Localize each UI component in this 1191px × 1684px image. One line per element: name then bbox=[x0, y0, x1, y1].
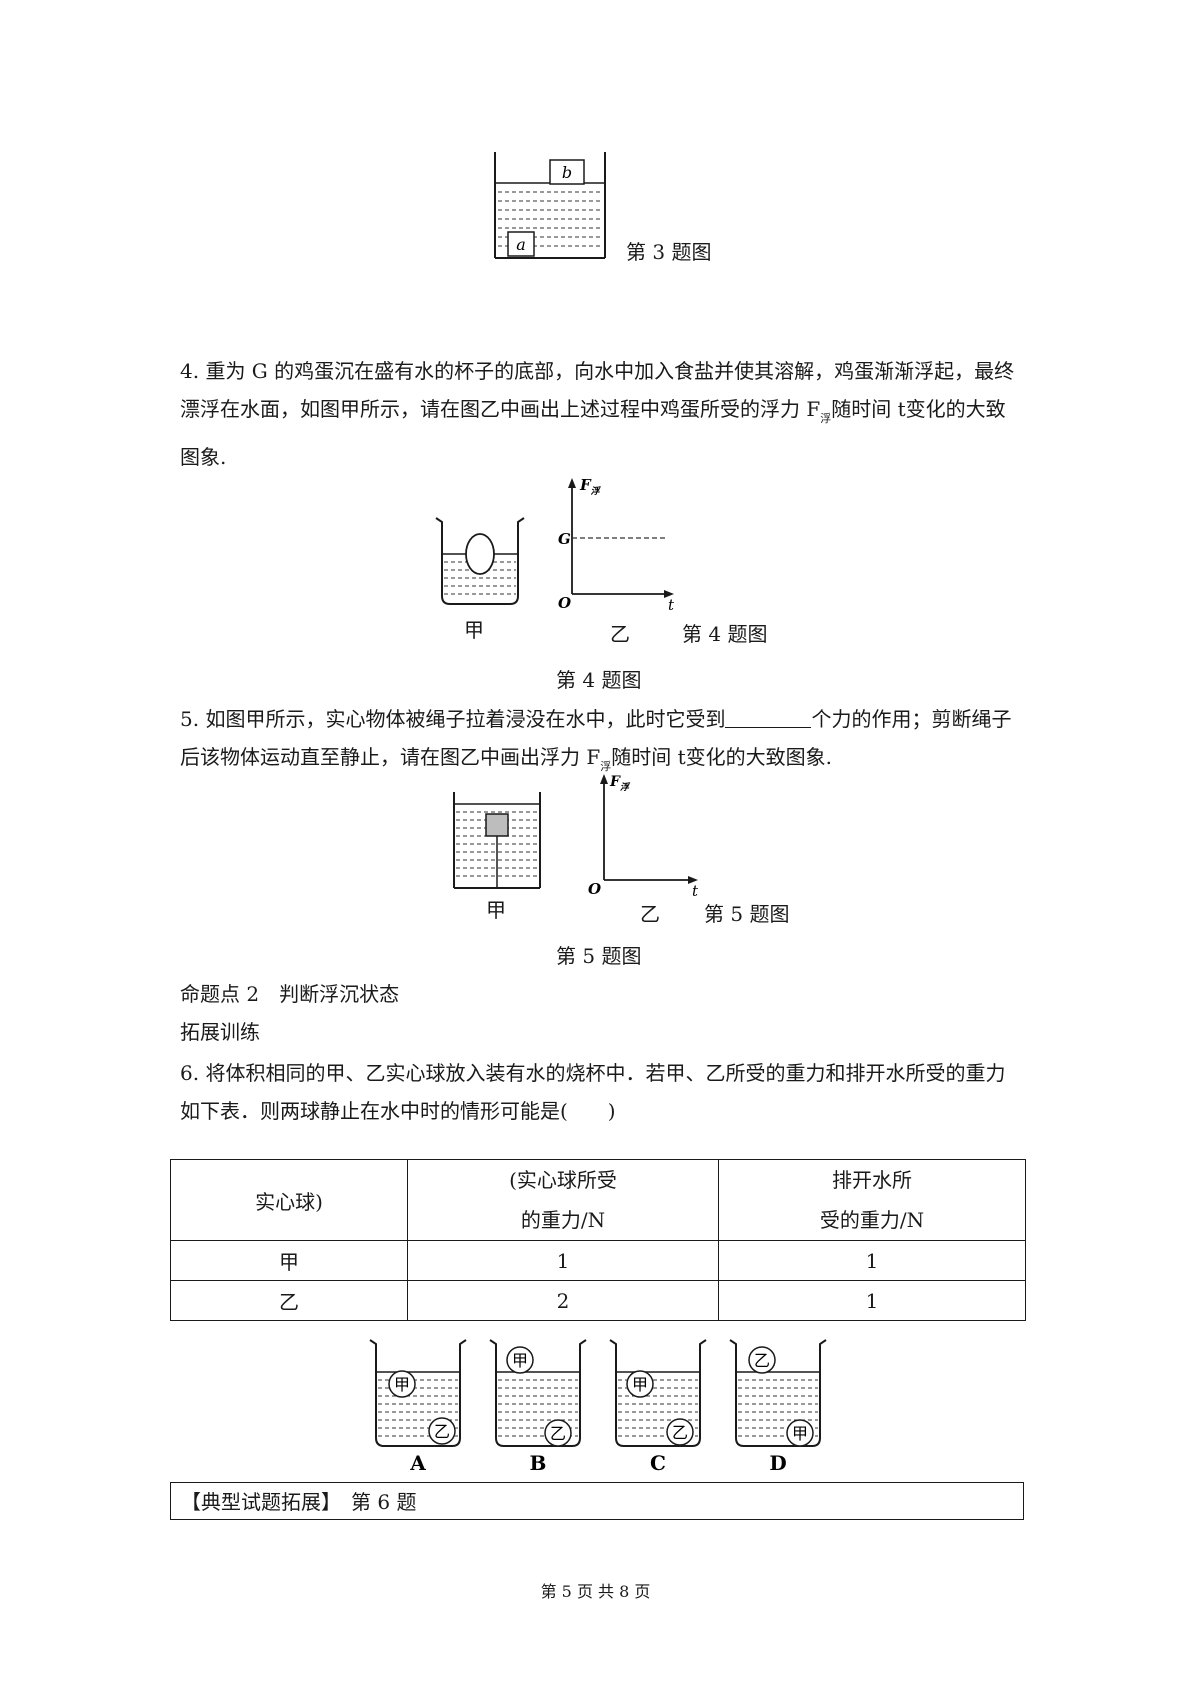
q6-footer-box: 【典型试题拓展】 第 6 题 bbox=[170, 1482, 1024, 1520]
q4-force-graph: F浮 G O t bbox=[558, 476, 675, 614]
option-c-beaker: 甲 乙 bbox=[609, 1339, 707, 1447]
svg-text:乙: 乙 bbox=[550, 1424, 566, 1443]
q5-x-label: t bbox=[692, 882, 699, 900]
section-sub-heading: 拓展训练 bbox=[180, 1020, 260, 1044]
q4-text: 4. 重为 G 的鸡蛋沉在盛有水的杯子的底部，向水中加入食盐并使其溶解，鸡蛋渐渐… bbox=[180, 359, 1015, 469]
q4-y-label: F浮 bbox=[579, 476, 602, 497]
egg-shape bbox=[465, 533, 495, 575]
q6-text: 6. 将体积相同的甲、乙实心球放入装有水的烧杯中．若甲、乙所受的重力和排开水所受… bbox=[180, 1061, 1006, 1123]
q5-y-label: F浮 bbox=[609, 774, 631, 793]
q5-label-jia: 甲 bbox=[486, 898, 506, 922]
q4-label-yi: 乙 bbox=[610, 622, 630, 646]
q4-origin-label: O bbox=[558, 594, 571, 612]
svg-text:乙: 乙 bbox=[672, 1423, 688, 1442]
table-header-gravity: (实心球所受的重力/N bbox=[407, 1159, 719, 1241]
q5-text: 5. 如图甲所示，实心物体被绳子拉着浸没在水中，此时它受到个力的作用；剪断绳子后… bbox=[180, 707, 1012, 773]
svg-text:甲: 甲 bbox=[512, 1351, 528, 1370]
q6-data-table: 实心球) (实心球所受的重力/N 排开水所受的重力/N 甲 1 1 乙 2 1 bbox=[170, 1159, 1026, 1321]
svg-text:乙: 乙 bbox=[754, 1351, 770, 1370]
table-header-displaced: 排开水所受的重力/N bbox=[718, 1159, 1026, 1241]
svg-text:乙: 乙 bbox=[434, 1422, 450, 1441]
svg-text:甲: 甲 bbox=[394, 1375, 410, 1394]
fig3-beaker-diagram: b a bbox=[494, 152, 606, 259]
q4-inline-caption: 第 4 题图 bbox=[682, 622, 768, 646]
option-d-label: D bbox=[769, 1451, 786, 1475]
q5-force-graph: F浮 O t bbox=[588, 774, 699, 900]
fig3-caption: 第 3 题图 bbox=[626, 240, 712, 264]
q5-answer-blank[interactable] bbox=[725, 707, 812, 728]
q4-x-label: t bbox=[668, 596, 675, 614]
block-b-label: b bbox=[562, 163, 572, 182]
q4-g-label: G bbox=[558, 530, 571, 548]
option-b-label: B bbox=[530, 1451, 547, 1475]
q6-options-figure: 甲 乙 A 甲 乙 B 甲 乙 C 乙 甲 D bbox=[369, 1339, 827, 1475]
option-d-beaker: 乙 甲 bbox=[729, 1339, 827, 1447]
q4-egg-beaker bbox=[435, 517, 525, 605]
q4-label-jia: 甲 bbox=[464, 618, 484, 642]
svg-text:甲: 甲 bbox=[792, 1424, 808, 1443]
q5-inline-caption: 第 5 题图 bbox=[704, 902, 790, 926]
solid-object bbox=[485, 813, 509, 837]
q5-caption: 第 5 题图 bbox=[556, 944, 642, 968]
table-row: 乙 2 1 bbox=[170, 1280, 1026, 1321]
q5-object-beaker bbox=[453, 792, 541, 889]
option-c-label: C bbox=[650, 1451, 666, 1475]
q5-origin-label: O bbox=[588, 880, 601, 898]
q5-label-yi: 乙 bbox=[640, 902, 660, 926]
block-a-label: a bbox=[516, 235, 526, 254]
table-header-ball: 实心球) bbox=[170, 1159, 408, 1241]
option-a-beaker: 甲 乙 bbox=[369, 1339, 467, 1447]
section-heading: 命题点 2 判断浮沉状态 bbox=[180, 982, 400, 1006]
option-b-beaker: 甲 乙 bbox=[489, 1339, 587, 1447]
table-row: 甲 1 1 bbox=[170, 1240, 1026, 1281]
q4-caption: 第 4 题图 bbox=[556, 668, 642, 692]
page-footer: 第 5 页 共 8 页 bbox=[540, 1582, 651, 1601]
svg-text:甲: 甲 bbox=[632, 1375, 648, 1394]
option-a-label: A bbox=[409, 1451, 426, 1475]
